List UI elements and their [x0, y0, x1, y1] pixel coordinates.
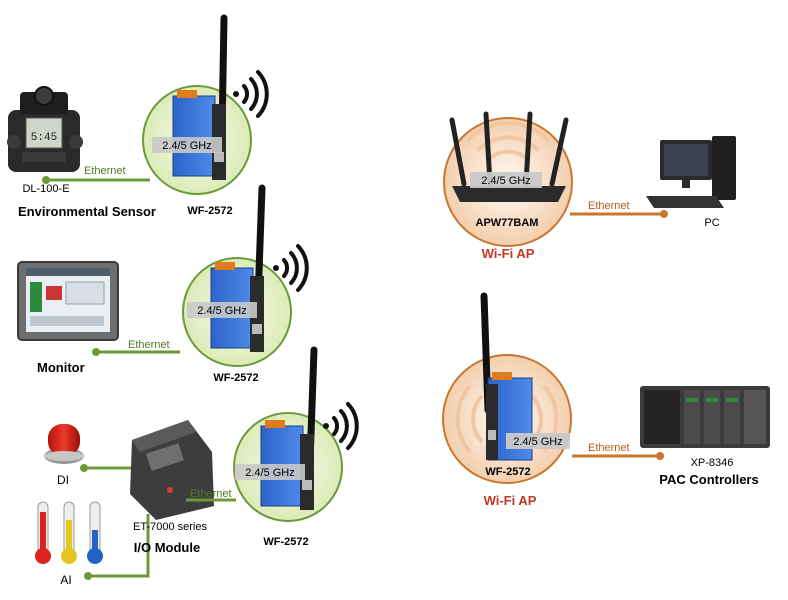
ethernet-label-2: Ethernet	[128, 339, 170, 351]
freq-label-1: 2.4/5 GHz	[162, 140, 212, 152]
wf2572-label-3: WF-2572	[263, 536, 308, 548]
environmental-sensor-label: Environmental Sensor	[18, 204, 156, 219]
link-dot-ap2	[656, 452, 664, 460]
pc-icon	[646, 136, 736, 208]
freq-badge-ap1	[470, 172, 542, 188]
alarm-light-icon	[44, 424, 84, 464]
group-wifi-ap-apw77bam: 2.4/5 GHz APW77BAM Wi-Fi AP Ethernet PC	[443, 111, 736, 261]
wifi-waves-icon-ap1	[466, 121, 550, 162]
ai-link	[88, 514, 150, 578]
freq-badge-3	[235, 464, 305, 480]
di-link-dot	[80, 464, 88, 472]
di-label: DI	[57, 473, 69, 487]
wifi-signal-icon-1	[233, 70, 269, 118]
freq-label-ap1: 2.4/5 GHz	[481, 175, 531, 187]
wifi-ap-title-1: Wi-Fi AP	[482, 246, 535, 261]
wifi-signal-icon-2	[273, 244, 309, 292]
ai-label: AI	[60, 573, 71, 587]
monitor-device	[17, 261, 119, 341]
wifi-signal-icon-3	[323, 402, 359, 450]
io-module-label: I/O Module	[134, 540, 200, 555]
pac-controllers-label: PAC Controllers	[659, 472, 758, 487]
link-dot-ap1	[660, 210, 668, 218]
group-environmental-sensor: 5:45 DL-100-E Environmental Sensor Ether…	[7, 14, 269, 219]
freq-badge-1	[152, 137, 222, 153]
link-dot-1	[42, 176, 50, 184]
freq-badge-2	[187, 302, 257, 318]
freq-label-2: 2.4/5 GHz	[197, 305, 247, 317]
apw77bam-label: APW77BAM	[476, 217, 539, 229]
monitor-label: Monitor	[37, 360, 85, 375]
group-io-module: DI AI ET-7000 series I/O Module	[35, 346, 359, 587]
wf2572-ap-label: WF-2572	[485, 466, 530, 478]
group-monitor: Monitor Ethernet 2.4/5 GHz WF-2572	[17, 184, 309, 384]
wf2572-label-1: WF-2572	[187, 205, 232, 217]
svg-text:5:45: 5:45	[31, 132, 57, 144]
ethernet-label-ap2: Ethernet	[588, 442, 630, 454]
et7000-label: ET-7000 series	[133, 521, 207, 533]
link-dot-2	[92, 348, 100, 356]
ethernet-label-ap1: Ethernet	[588, 200, 630, 212]
pc-label: PC	[704, 217, 719, 229]
freq-label-3: 2.4/5 GHz	[245, 467, 295, 479]
apw77bam-router-device	[449, 111, 569, 202]
freq-label-ap2: 2.4/5 GHz	[513, 436, 563, 448]
xp8346-label: XP-8346	[691, 457, 734, 469]
wifi-ap-title-2: Wi-Fi AP	[484, 493, 537, 508]
thermometer-icons	[35, 501, 103, 564]
dl100e-label: DL-100-E	[22, 183, 69, 195]
freq-badge-ap2	[506, 433, 570, 449]
et7000-module-device	[130, 420, 214, 520]
wf2572-label-2: WF-2572	[213, 372, 258, 384]
ethernet-label-1: Ethernet	[84, 165, 126, 177]
ai-link-dot	[84, 572, 92, 580]
xp8346-pac-controller-device	[640, 386, 770, 448]
dl100e-sensor-device: 5:45	[7, 86, 83, 172]
ethernet-label-3: Ethernet	[190, 488, 232, 500]
group-wifi-ap-wf2572: 2.4/5 GHz WF-2572 Wi-Fi AP Ethernet XP-8…	[442, 292, 770, 508]
